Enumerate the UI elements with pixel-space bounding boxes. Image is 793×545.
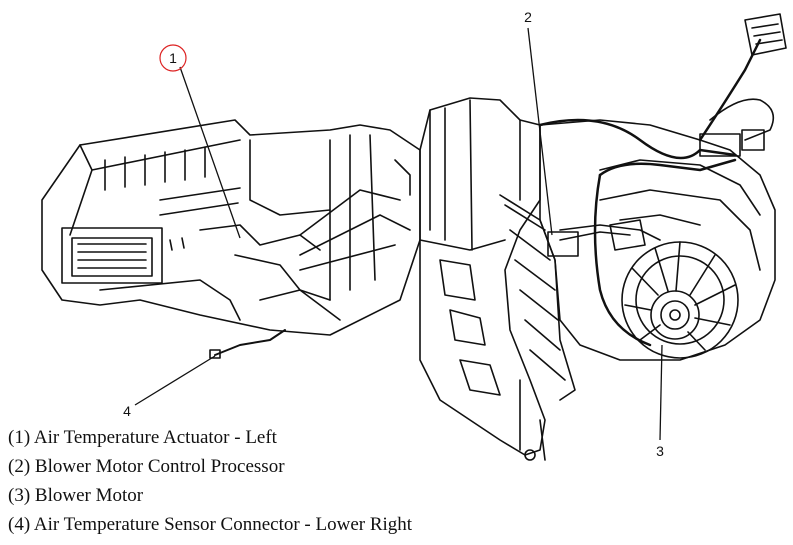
center-evaporator-housing [419,97,576,461]
blower-assembly [538,13,787,361]
blower-motor-hub [650,290,700,340]
callout-2-label: 2 [524,9,532,25]
leader-line-4 [134,355,216,406]
legend-item-3: (3) Blower Motor [8,485,144,506]
callout-3-label: 3 [656,443,664,459]
sensor-wire [214,329,286,356]
air-distribution-housing [41,119,421,336]
harness-connector [744,13,787,56]
legend-item-1: (1) Air Temperature Actuator - Left [8,427,277,448]
parts-legend: (1) Air Temperature Actuator - Left (2) … [8,423,412,539]
sensor-connector [209,349,221,359]
leader-line-2 [527,27,553,236]
legend-item-2: (2) Blower Motor Control Processor [8,456,285,477]
callout-1-circle [159,44,187,72]
callout-1-label: 1 [169,50,177,66]
callout-4-label: 4 [123,403,131,419]
legend-item-4: (4) Air Temperature Sensor Connector - L… [8,514,413,535]
leader-line-1 [179,66,241,239]
leader-line-3 [659,344,663,441]
